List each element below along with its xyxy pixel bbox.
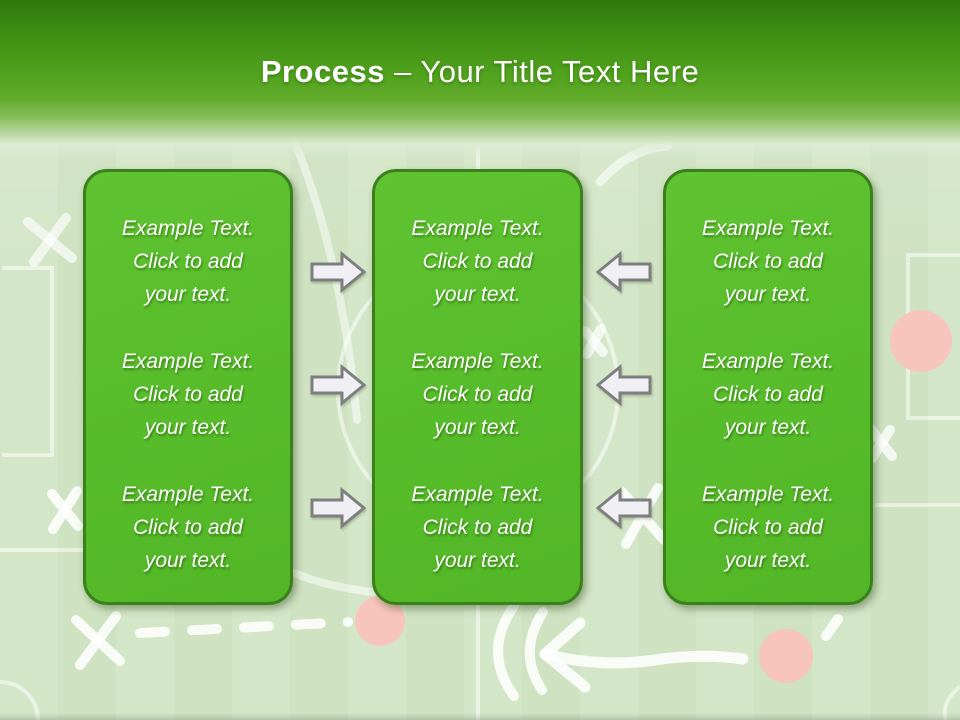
pink-circle-markers [355,310,952,683]
text-placeholder[interactable]: Example Text. Click to add your text. [121,349,255,439]
text-placeholder[interactable]: Example Text. Click to add your text. [701,216,835,306]
slide-bottom-edge [0,713,960,720]
hand-drawn-arrow-shaft [539,648,749,669]
text-placeholder[interactable]: Example Text. Click to add your text. [701,349,835,439]
left-arrow-icon [596,363,652,407]
text-placeholder[interactable]: Example Text. Click to add your text. [121,216,255,306]
process-box-left[interactable]: Example Text. Click to add your text. Ex… [83,169,293,605]
text-placeholder[interactable]: Example Text. Click to add your text. [411,216,544,306]
right-arrow-icon [310,250,366,294]
hand-drawn-arrowhead [539,617,586,660]
text-placeholder[interactable]: Example Text. Click to add your text. [411,349,544,439]
slide-title-text: – Your Title Text Here [394,54,700,89]
right-arrow-icon [310,486,366,530]
slide-title[interactable]: Process – Your Title Text Here [0,54,960,90]
process-box-middle[interactable]: Example Text. Click to add your text. Ex… [372,169,583,605]
text-placeholder[interactable]: Example Text. Click to add your text. [701,482,835,572]
text-placeholder[interactable]: Example Text. Click to add your text. [411,482,544,572]
right-arrow-icon [310,363,366,407]
text-placeholder[interactable]: Example Text. Click to add your text. [121,482,255,572]
left-arrow-icon [596,250,652,294]
slide-title-emphasis: Process [260,54,385,89]
left-arrow-icon [596,486,652,530]
process-box-right[interactable]: Example Text. Click to add your text. Ex… [663,169,873,605]
